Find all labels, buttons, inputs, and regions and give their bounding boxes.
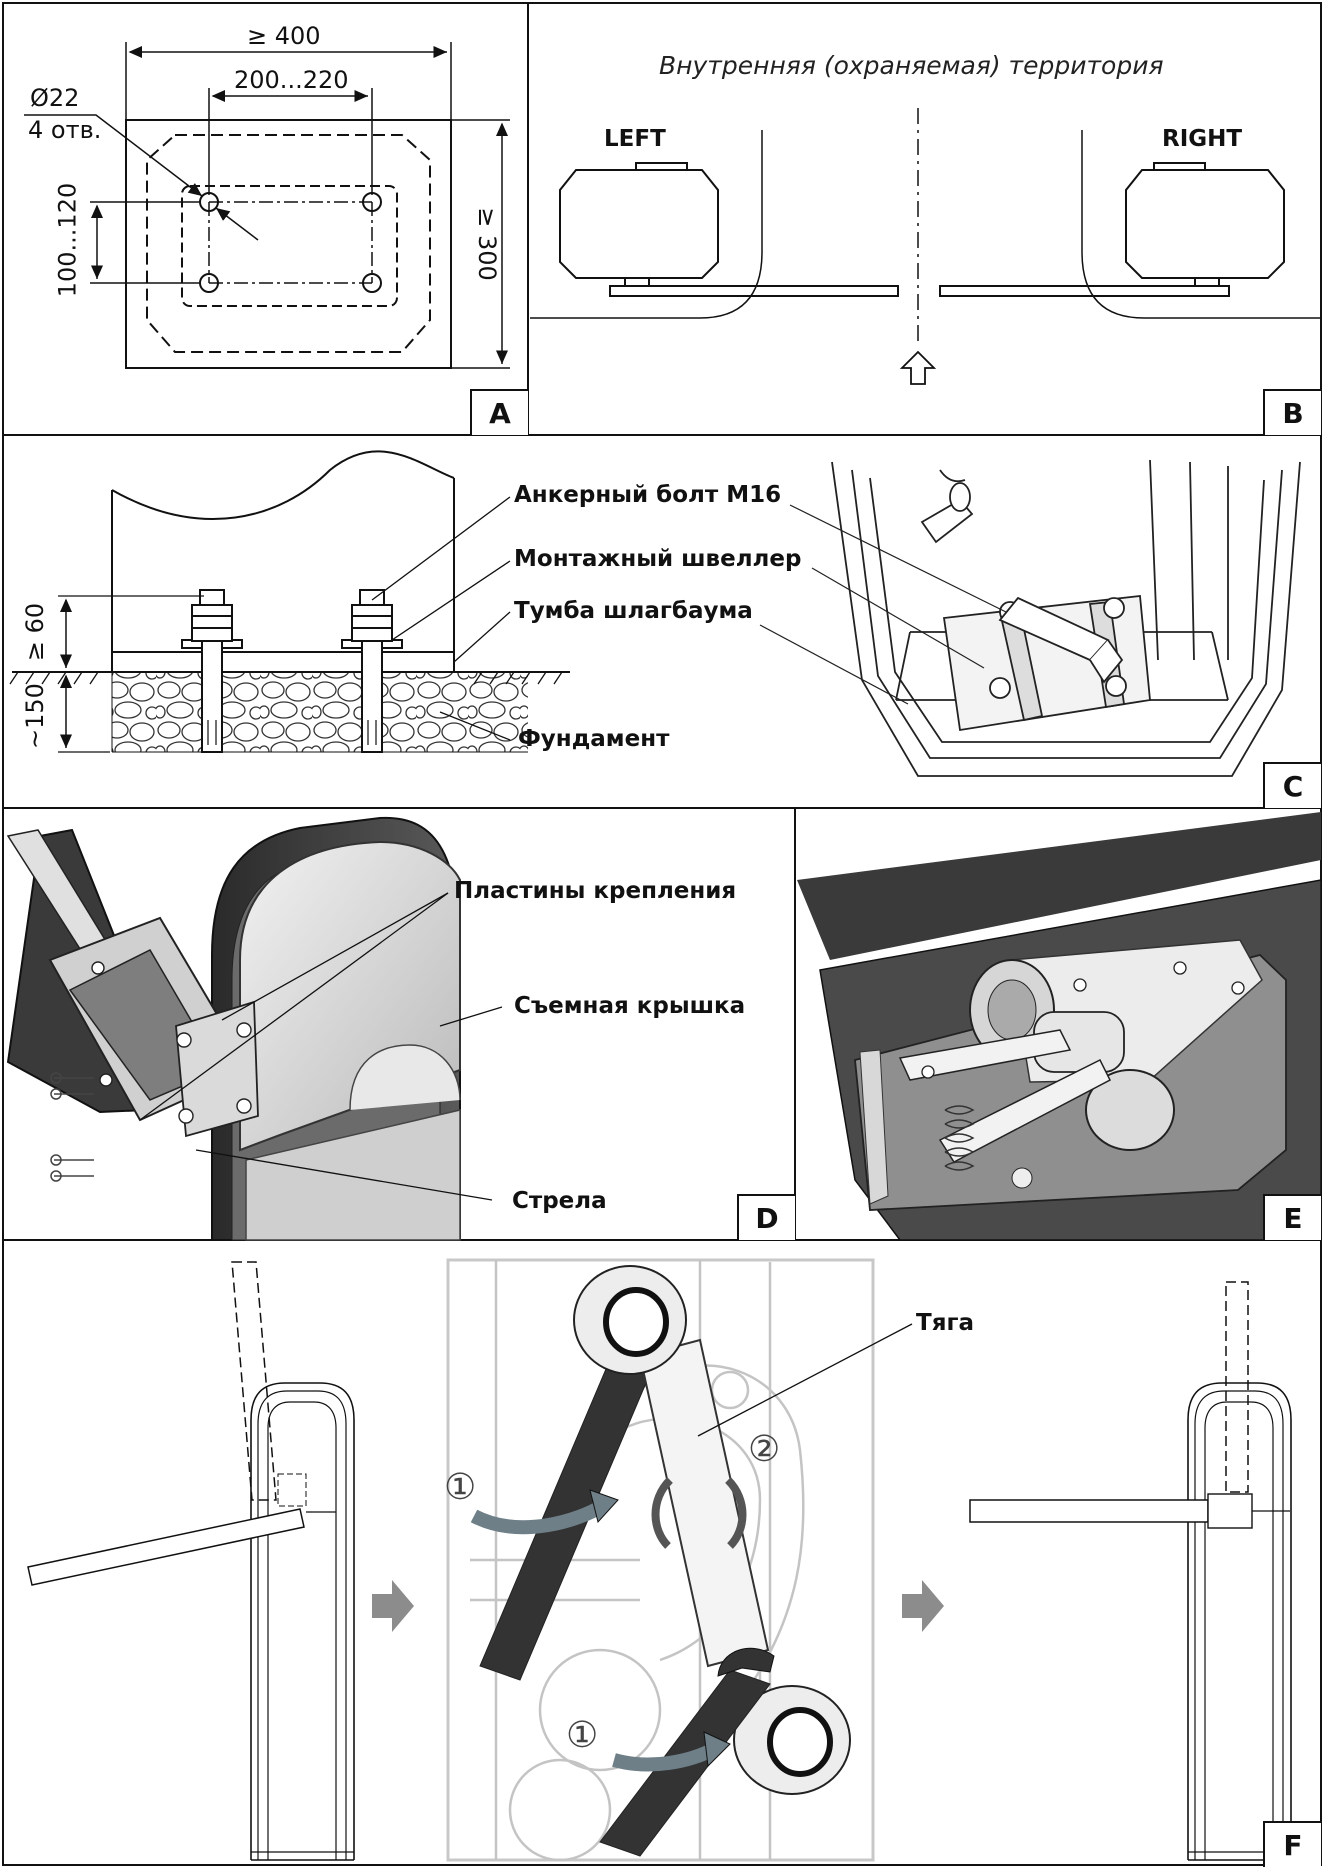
b-left-label: LEFT <box>604 126 666 152</box>
panel-label-a: A <box>470 389 528 435</box>
a-bolt-spacing-y: 100...120 <box>53 182 82 298</box>
b-protected-area-caption: Внутренняя (охраняемая) территория <box>659 51 1164 80</box>
f-rod-callout: Тяга <box>916 1310 974 1336</box>
panel-label-c: C <box>1263 762 1321 808</box>
c-height-above-ground: ≥ 60 <box>21 602 50 662</box>
a-height-dimension: ≥ 300 <box>472 207 501 281</box>
panel-label-f: F <box>1263 1821 1321 1867</box>
panel-c-section-drawing <box>9 450 570 753</box>
d-mounting-plates-callout: Пластины крепления <box>454 878 737 904</box>
f-step-1-upper: ① <box>444 1467 477 1508</box>
panel-label-b: B <box>1263 389 1321 435</box>
a-hole-count: 4 отв. <box>28 116 102 144</box>
b-right-label: RIGHT <box>1162 126 1243 152</box>
panel-e-drawing <box>797 812 1322 1241</box>
c-mounting-channel-callout: Монтажный швеллер <box>514 546 802 572</box>
d-boom-callout: Стрела <box>512 1188 607 1214</box>
a-bolt-spacing-x: 200...220 <box>234 66 349 94</box>
c-cabinet-callout: Тумба шлагбаума <box>514 598 753 624</box>
f-step-2: ② <box>748 1429 781 1470</box>
f-step-1-lower: ① <box>566 1715 599 1756</box>
panel-b-drawing <box>530 108 1321 385</box>
panel-f-drawing <box>27 1258 1292 1862</box>
c-anchor-bolt-callout: Анкерный болт М16 <box>514 482 782 508</box>
panel-d-drawing <box>6 816 503 1241</box>
d-removable-cover-callout: Съемная крышка <box>514 993 746 1019</box>
panel-c-perspective-drawing <box>759 459 1301 777</box>
c-depth-below-ground: ~150 <box>20 683 49 749</box>
panel-label-d: D <box>737 1194 795 1240</box>
a-width-dimension: ≥ 400 <box>247 22 321 50</box>
panel-a-drawing <box>24 42 510 369</box>
c-foundation-callout: Фундамент <box>518 726 670 752</box>
panel-label-e: E <box>1263 1194 1321 1240</box>
a-hole-diameter: Ø22 <box>30 84 80 112</box>
